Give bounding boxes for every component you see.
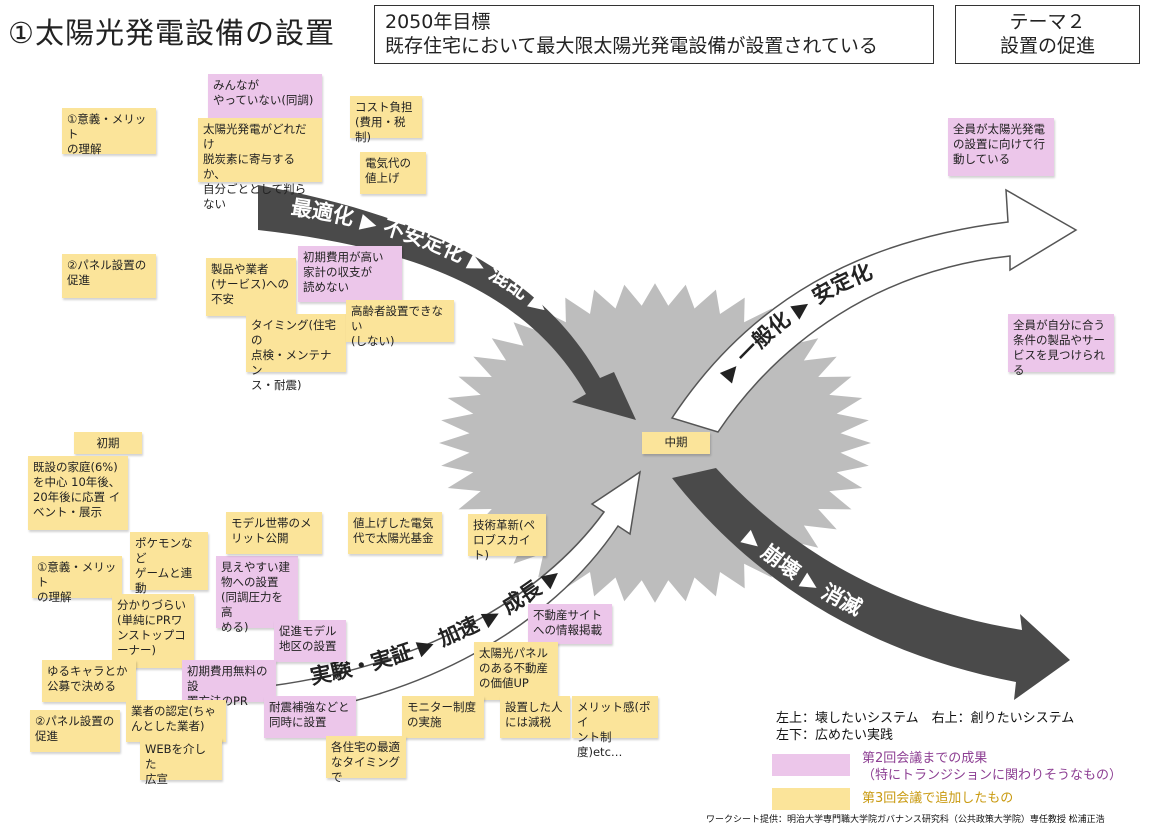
theme-box: テーマ２ 設置の促進 [955,5,1140,64]
sticky-note: 太陽光パネル のある不動産 の価値UP [474,642,558,700]
sticky-note: 全員が太陽光発電 の設置に向けて行 動している [948,118,1054,176]
legend-lower-left: 左下：広めたい実践 [776,728,894,743]
sticky-note: ゆるキャラとか 公募で決める [42,660,136,702]
sticky-note: 初期費用無料の設 置方法のPR [182,660,276,708]
sticky-note: 製品や業者 (サービス)への 不安 [206,258,296,316]
sticky-note: 既設の家庭(6%) を中心 10年後、 20年後に応置 イ ベント・展示 [28,456,128,530]
midterm-label: 中期 [642,432,710,454]
sticky-note: ②パネル設置の 促進 [30,710,120,752]
sticky-note: 電気代の 値上げ [360,152,426,194]
sticky-note: コスト負担 (費用・税制) [350,96,422,144]
legend-label-yellow: 第3回会議で追加したもの [862,791,1014,806]
sticky-note: 初期費用が高い 家計の収支が 読めない [298,246,402,302]
goal-statement: 既存住宅において最大限太陽光発電設備が設置されている [385,35,878,57]
theme-name: 設置の促進 [999,35,1095,57]
goal-year: 2050年目標 [385,11,491,33]
sticky-note: 見えやすい建 物への設置 (同調圧力を高 める) [216,556,298,634]
legend-quadrants: 左上：壊したいシステム 右上：創りたいシステム [776,711,1075,726]
sticky-note: みんなが やっていない(同調) [208,74,322,118]
sticky-note: 業者の認定(ちゃ んとした業者) [126,700,226,742]
sticky-note: 値上げした電気 代で太陽光基金 [348,512,442,554]
legend-label-purple: 第2回会議までの成果 （特にトランジションに関わりそうなもの） [862,751,1123,783]
sticky-note: モニター制度 の実施 [402,696,484,738]
sticky-note: モデル世帯のメ リット公開 [226,512,322,554]
sticky-note: WEBを介した 広宣 [140,738,222,786]
sticky-note: 各住宅の最適 なタイミングで [326,736,406,784]
sticky-note: ②パネル設置の 促進 [62,254,156,298]
legend-swatch-purple [772,754,850,776]
sticky-note: 分かりづらい (単純にPRワ ンストップコ ーナー) [112,594,194,668]
sticky-note: 不動産サイト への情報掲載 [528,604,612,644]
goal-box: 2050年目標 既存住宅において最大限太陽光発電設備が設置されている [374,5,934,64]
theme-number: テーマ２ [1009,11,1086,33]
sticky-note: 高齢者設置できない (しない) [346,300,454,348]
sticky-note: 耐震補強などと 同時に設置 [264,696,356,738]
sticky-note: ①意義・メリット の理解 [62,108,156,156]
sticky-note: 設置した人 には減税 [500,696,570,738]
sticky-note: ①意義・メリット の理解 [32,556,122,604]
sticky-note: 初期 [74,432,142,454]
legend-swatch-yellow [772,788,850,810]
sticky-note: 太陽光発電がどれだけ 脱炭素に寄与するか、 自分ごととして判らない [198,118,322,211]
sticky-note: タイミング(住宅の 点検・メンテナン ス・耐震) [246,314,346,392]
page-title: ①太陽光発電設備の設置 [8,16,335,50]
sticky-note: 促進モデル 地区の設置 [274,620,346,662]
sticky-note: メリット感(ポイ ント制度)etc… [572,696,658,759]
sticky-note: ポケモンなど ゲームと連動 して見える化 [130,532,208,625]
sticky-note: 全員が自分に合う 条件の製品やサー ビスを見つけられる [1008,314,1114,377]
credit-line: ワークシート提供：明治大学専門職大学院ガバナンス研究科（公共政策大学院）専任教授… [706,815,1105,825]
sticky-note: 技術革新(ペ ロブスカイト) [468,514,546,562]
lower-right-arrow: ▶ 崩壊 ▶ 消滅 [672,468,1070,700]
